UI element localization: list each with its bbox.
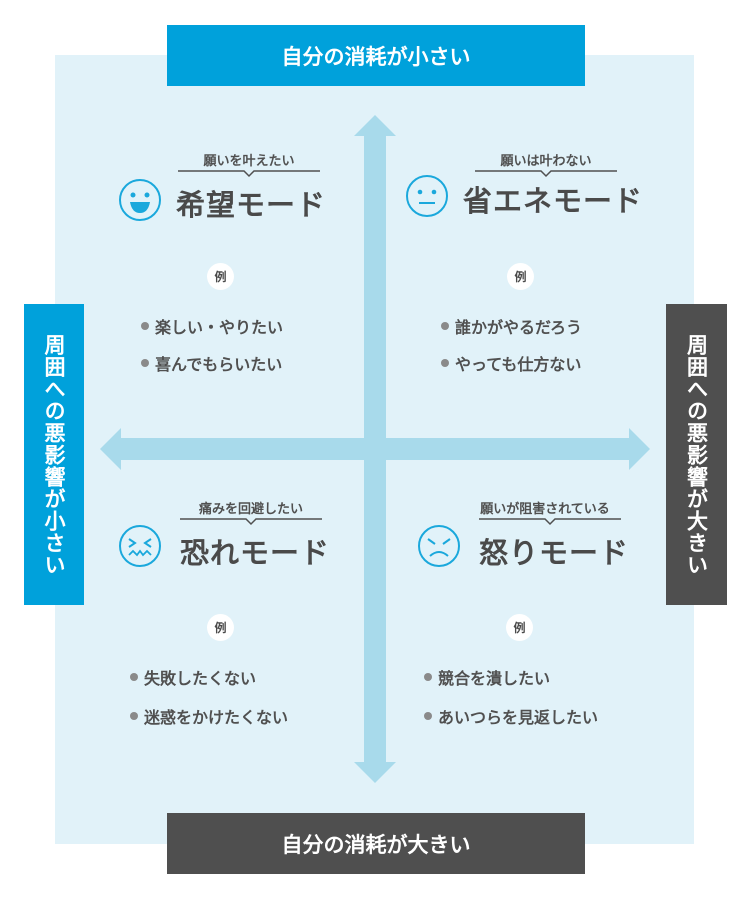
bullet-icon [141, 359, 149, 367]
bullet-icon [141, 322, 149, 330]
example-badge: 例 [207, 614, 234, 641]
example-text: 楽しい・やりたい [155, 318, 284, 337]
quadrant-subtitle: 願いが阻害されている [480, 502, 610, 517]
quadrant-subtitle: 痛みを回避したい [198, 502, 303, 517]
bullet-icon [130, 712, 138, 720]
subtitle-pointer [178, 170, 320, 178]
example-badge: 例 [506, 614, 533, 641]
neutral-face-icon [406, 175, 448, 217]
arrow-up-icon [354, 115, 396, 136]
bullet-icon [424, 673, 432, 681]
example-item: 失敗したくない [130, 665, 256, 689]
mode-title: 恐れモード [180, 536, 331, 570]
horizontal-axis-shaft [120, 438, 630, 460]
subtitle-pointer [479, 518, 621, 526]
example-text: 誰かがやるだろう [455, 318, 583, 337]
example-item: 喜んでもらいたい [141, 351, 282, 375]
bullet-icon [424, 712, 432, 720]
example-text: 失敗したくない [144, 669, 257, 688]
subtitle-pointer [475, 170, 617, 178]
arrow-down-icon [354, 762, 396, 783]
example-item: 競合を潰したい [424, 665, 550, 689]
example-text: 喜んでもらいたい [155, 355, 283, 374]
mode-title: 省エネモード [463, 184, 644, 218]
example-item: 楽しい・やりたい [141, 314, 283, 338]
bullet-icon [441, 359, 449, 367]
example-item: 誰かがやるだろう [441, 314, 582, 338]
quadrant-subtitle: 願いは叶わない [500, 154, 592, 169]
example-text: 迷惑をかけたくない [144, 708, 289, 727]
example-text: やっても仕方ない [455, 355, 582, 374]
mode-title: 怒りモード [479, 536, 630, 570]
axis-label-right: 周囲への悪影響が大きい [666, 304, 727, 605]
example-badge: 例 [507, 263, 534, 290]
example-text: あいつらを見返したい [438, 708, 599, 727]
axis-label-left: 周囲への悪影響が小さい [24, 304, 84, 605]
axis-label-top: 自分の消耗が小さい [167, 25, 585, 86]
example-badge: 例 [207, 263, 234, 290]
arrow-right-icon [629, 428, 650, 470]
subtitle-pointer [180, 518, 322, 526]
mode-title: 希望モード [176, 188, 327, 222]
example-item: 迷惑をかけたくない [130, 704, 288, 728]
axis-label-bottom: 自分の消耗が大きい [167, 813, 585, 874]
happy-face-icon [119, 179, 161, 221]
scared-face-icon [119, 525, 161, 567]
quadrant-subtitle: 願いを叶えたい [203, 154, 295, 169]
example-item: あいつらを見返したい [424, 704, 598, 728]
example-item: やっても仕方ない [441, 351, 581, 375]
bullet-icon [441, 322, 449, 330]
angry-face-icon [418, 525, 460, 567]
bullet-icon [130, 673, 138, 681]
example-text: 競合を潰したい [438, 669, 551, 688]
arrow-left-icon [100, 428, 121, 470]
